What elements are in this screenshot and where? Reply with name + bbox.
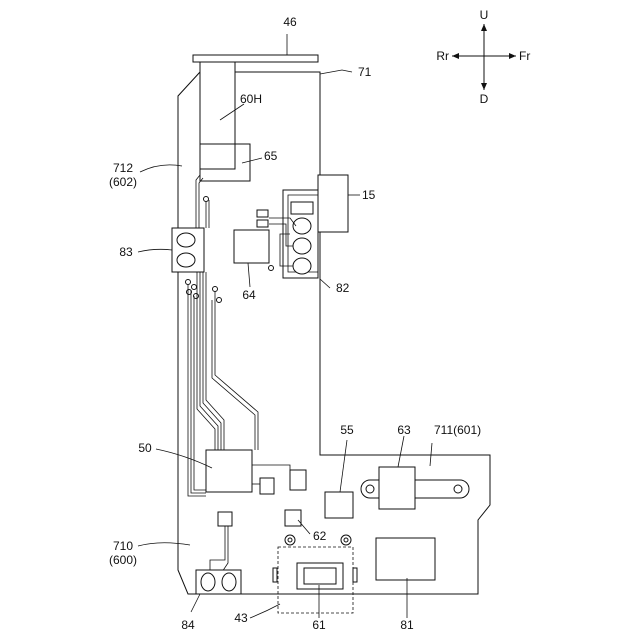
part-near-50-a bbox=[290, 470, 306, 490]
label-43: 43 bbox=[234, 611, 248, 625]
mount-hole-left-inner bbox=[288, 538, 292, 542]
part-84-pad-2 bbox=[222, 573, 236, 591]
label-46: 46 bbox=[283, 15, 297, 29]
part-small-below-50 bbox=[218, 512, 232, 526]
signal-traces bbox=[188, 175, 258, 496]
part-84-pad-1 bbox=[201, 573, 215, 591]
part-50-ic bbox=[206, 450, 252, 492]
small-pad-a bbox=[257, 210, 268, 217]
label-61: 61 bbox=[312, 618, 326, 632]
compass-up-label: U bbox=[480, 8, 489, 22]
compass-down-label: D bbox=[480, 92, 489, 106]
label-600: (600) bbox=[109, 553, 137, 567]
part-near-50-b bbox=[260, 478, 274, 494]
part-62 bbox=[285, 510, 301, 526]
label-55: 55 bbox=[340, 423, 354, 437]
direction-compass: U D Rr Fr bbox=[436, 8, 530, 106]
part-63 bbox=[379, 467, 415, 509]
label-60H: 60H bbox=[240, 92, 262, 106]
mount-hole-right-inner bbox=[344, 538, 348, 542]
part-81 bbox=[376, 538, 435, 580]
bracket-hole-right bbox=[454, 485, 462, 493]
part-64 bbox=[234, 230, 269, 263]
label-602: (602) bbox=[109, 175, 137, 189]
part-83-pad-1 bbox=[177, 233, 195, 247]
label-710: 710 bbox=[113, 539, 133, 553]
label-71: 71 bbox=[358, 65, 372, 79]
label-84: 84 bbox=[181, 618, 195, 632]
label-63: 63 bbox=[397, 423, 411, 437]
slot-left bbox=[273, 568, 277, 582]
part-15-connector bbox=[318, 175, 348, 232]
leader-lines bbox=[138, 34, 432, 618]
part-55 bbox=[325, 492, 353, 518]
label-50: 50 bbox=[138, 441, 152, 455]
part-83-pad-2 bbox=[177, 253, 195, 267]
label-83: 83 bbox=[119, 245, 133, 259]
bracket-hole-left bbox=[366, 485, 374, 493]
compass-front-label: Fr bbox=[519, 49, 530, 63]
label-64: 64 bbox=[242, 288, 256, 302]
label-81: 81 bbox=[400, 618, 414, 632]
label-62: 62 bbox=[313, 529, 327, 543]
small-pad-b bbox=[257, 220, 268, 227]
part-61-inner bbox=[304, 568, 336, 584]
label-65: 65 bbox=[264, 149, 278, 163]
part-82-pad-top bbox=[291, 202, 313, 214]
label-711: 711(601) bbox=[434, 423, 481, 437]
part-46-plate bbox=[193, 55, 318, 62]
slot-right bbox=[353, 568, 357, 582]
part-82-pad-2 bbox=[293, 238, 311, 254]
part-82-pad-3 bbox=[293, 258, 311, 274]
label-712: 712 bbox=[113, 161, 133, 175]
via bbox=[269, 266, 274, 271]
label-15: 15 bbox=[362, 188, 376, 202]
label-82: 82 bbox=[336, 281, 350, 295]
compass-rear-label: Rr bbox=[436, 49, 449, 63]
